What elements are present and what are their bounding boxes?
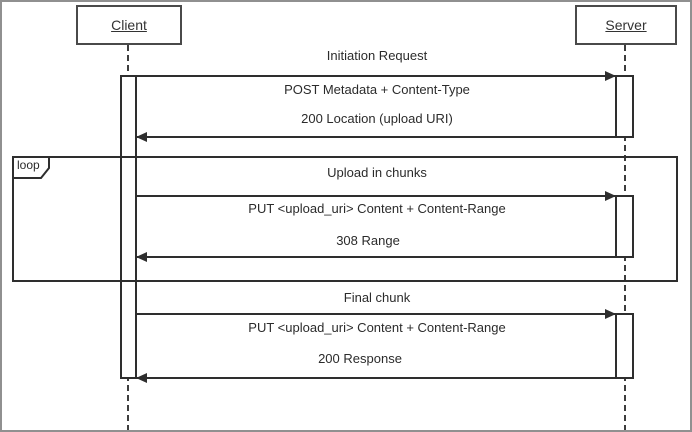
- message-label-put-final-chunk: PUT <upload_uri> Content + Content-Range: [248, 320, 506, 335]
- loop-operator-label: loop: [17, 158, 40, 172]
- message-line-final-response: [136, 377, 616, 379]
- message-line-loop-response: [136, 256, 616, 258]
- response-arrowhead-icon: [136, 373, 147, 383]
- server-activation-bar-initiation: [615, 75, 634, 138]
- message-label-308-range: 308 Range: [336, 233, 400, 248]
- message-label-200-response: 200 Response: [318, 351, 402, 366]
- message-label-post-metadata: POST Metadata + Content-Type: [284, 82, 470, 97]
- actor-box-server: Server: [575, 5, 677, 45]
- response-arrowhead-icon: [136, 252, 147, 262]
- request-arrowhead-icon: [605, 309, 616, 319]
- loop-operator-pentagon-icon: [12, 156, 50, 179]
- message-label-put-chunk: PUT <upload_uri> Content + Content-Range: [248, 201, 506, 216]
- request-arrowhead-icon: [605, 71, 616, 81]
- message-title-initiation: Initiation Request: [326, 48, 428, 63]
- request-arrowhead-icon: [605, 191, 616, 201]
- message-line-final-request: [136, 313, 616, 315]
- response-arrowhead-icon: [136, 132, 147, 142]
- actor-box-client: Client: [76, 5, 182, 45]
- actor-label-server: Server: [605, 17, 647, 33]
- message-line-initiation-request: [136, 75, 616, 77]
- message-line-initiation-response: [136, 136, 616, 138]
- message-title-final-chunk: Final chunk: [343, 290, 411, 305]
- message-line-loop-request: [136, 195, 616, 197]
- server-activation-bar-final: [615, 313, 634, 379]
- message-title-upload-in-chunks: Upload in chunks: [327, 165, 427, 180]
- loop-fragment-box: [12, 156, 678, 282]
- actor-label-client: Client: [111, 17, 147, 33]
- client-activation-bar: [120, 75, 137, 379]
- server-activation-bar-loop: [615, 195, 634, 258]
- message-label-200-location: 200 Location (upload URI): [301, 111, 453, 126]
